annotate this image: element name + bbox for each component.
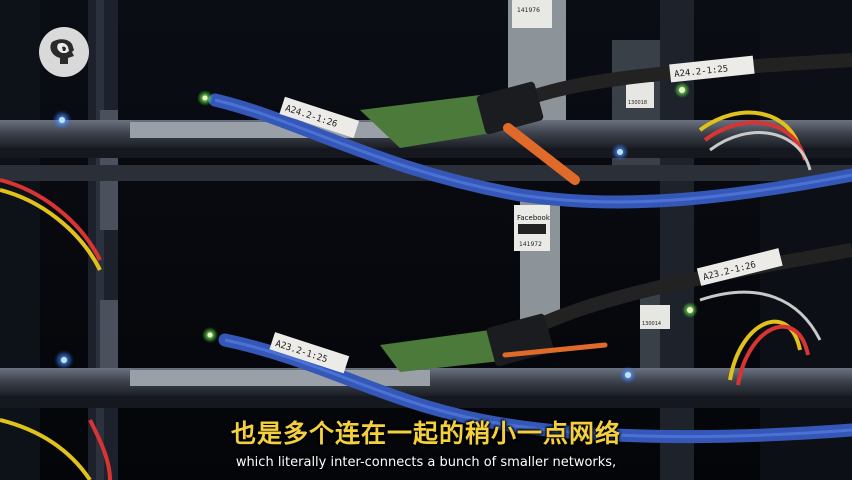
asset-tag-label: 141976 xyxy=(517,7,540,14)
asset-tag-label: 141972 xyxy=(519,241,542,248)
pbs-head-icon xyxy=(39,27,89,77)
asset-tag-label: 130014 xyxy=(642,321,661,327)
asset-tag-label: 130018 xyxy=(628,100,647,106)
subtitle-chinese: 也是多个连在一起的稍小一点网络 xyxy=(230,419,621,448)
subtitle-english: which literally inter-connects a bunch o… xyxy=(235,455,617,470)
asset-tag-label: Facebook xyxy=(517,214,551,222)
